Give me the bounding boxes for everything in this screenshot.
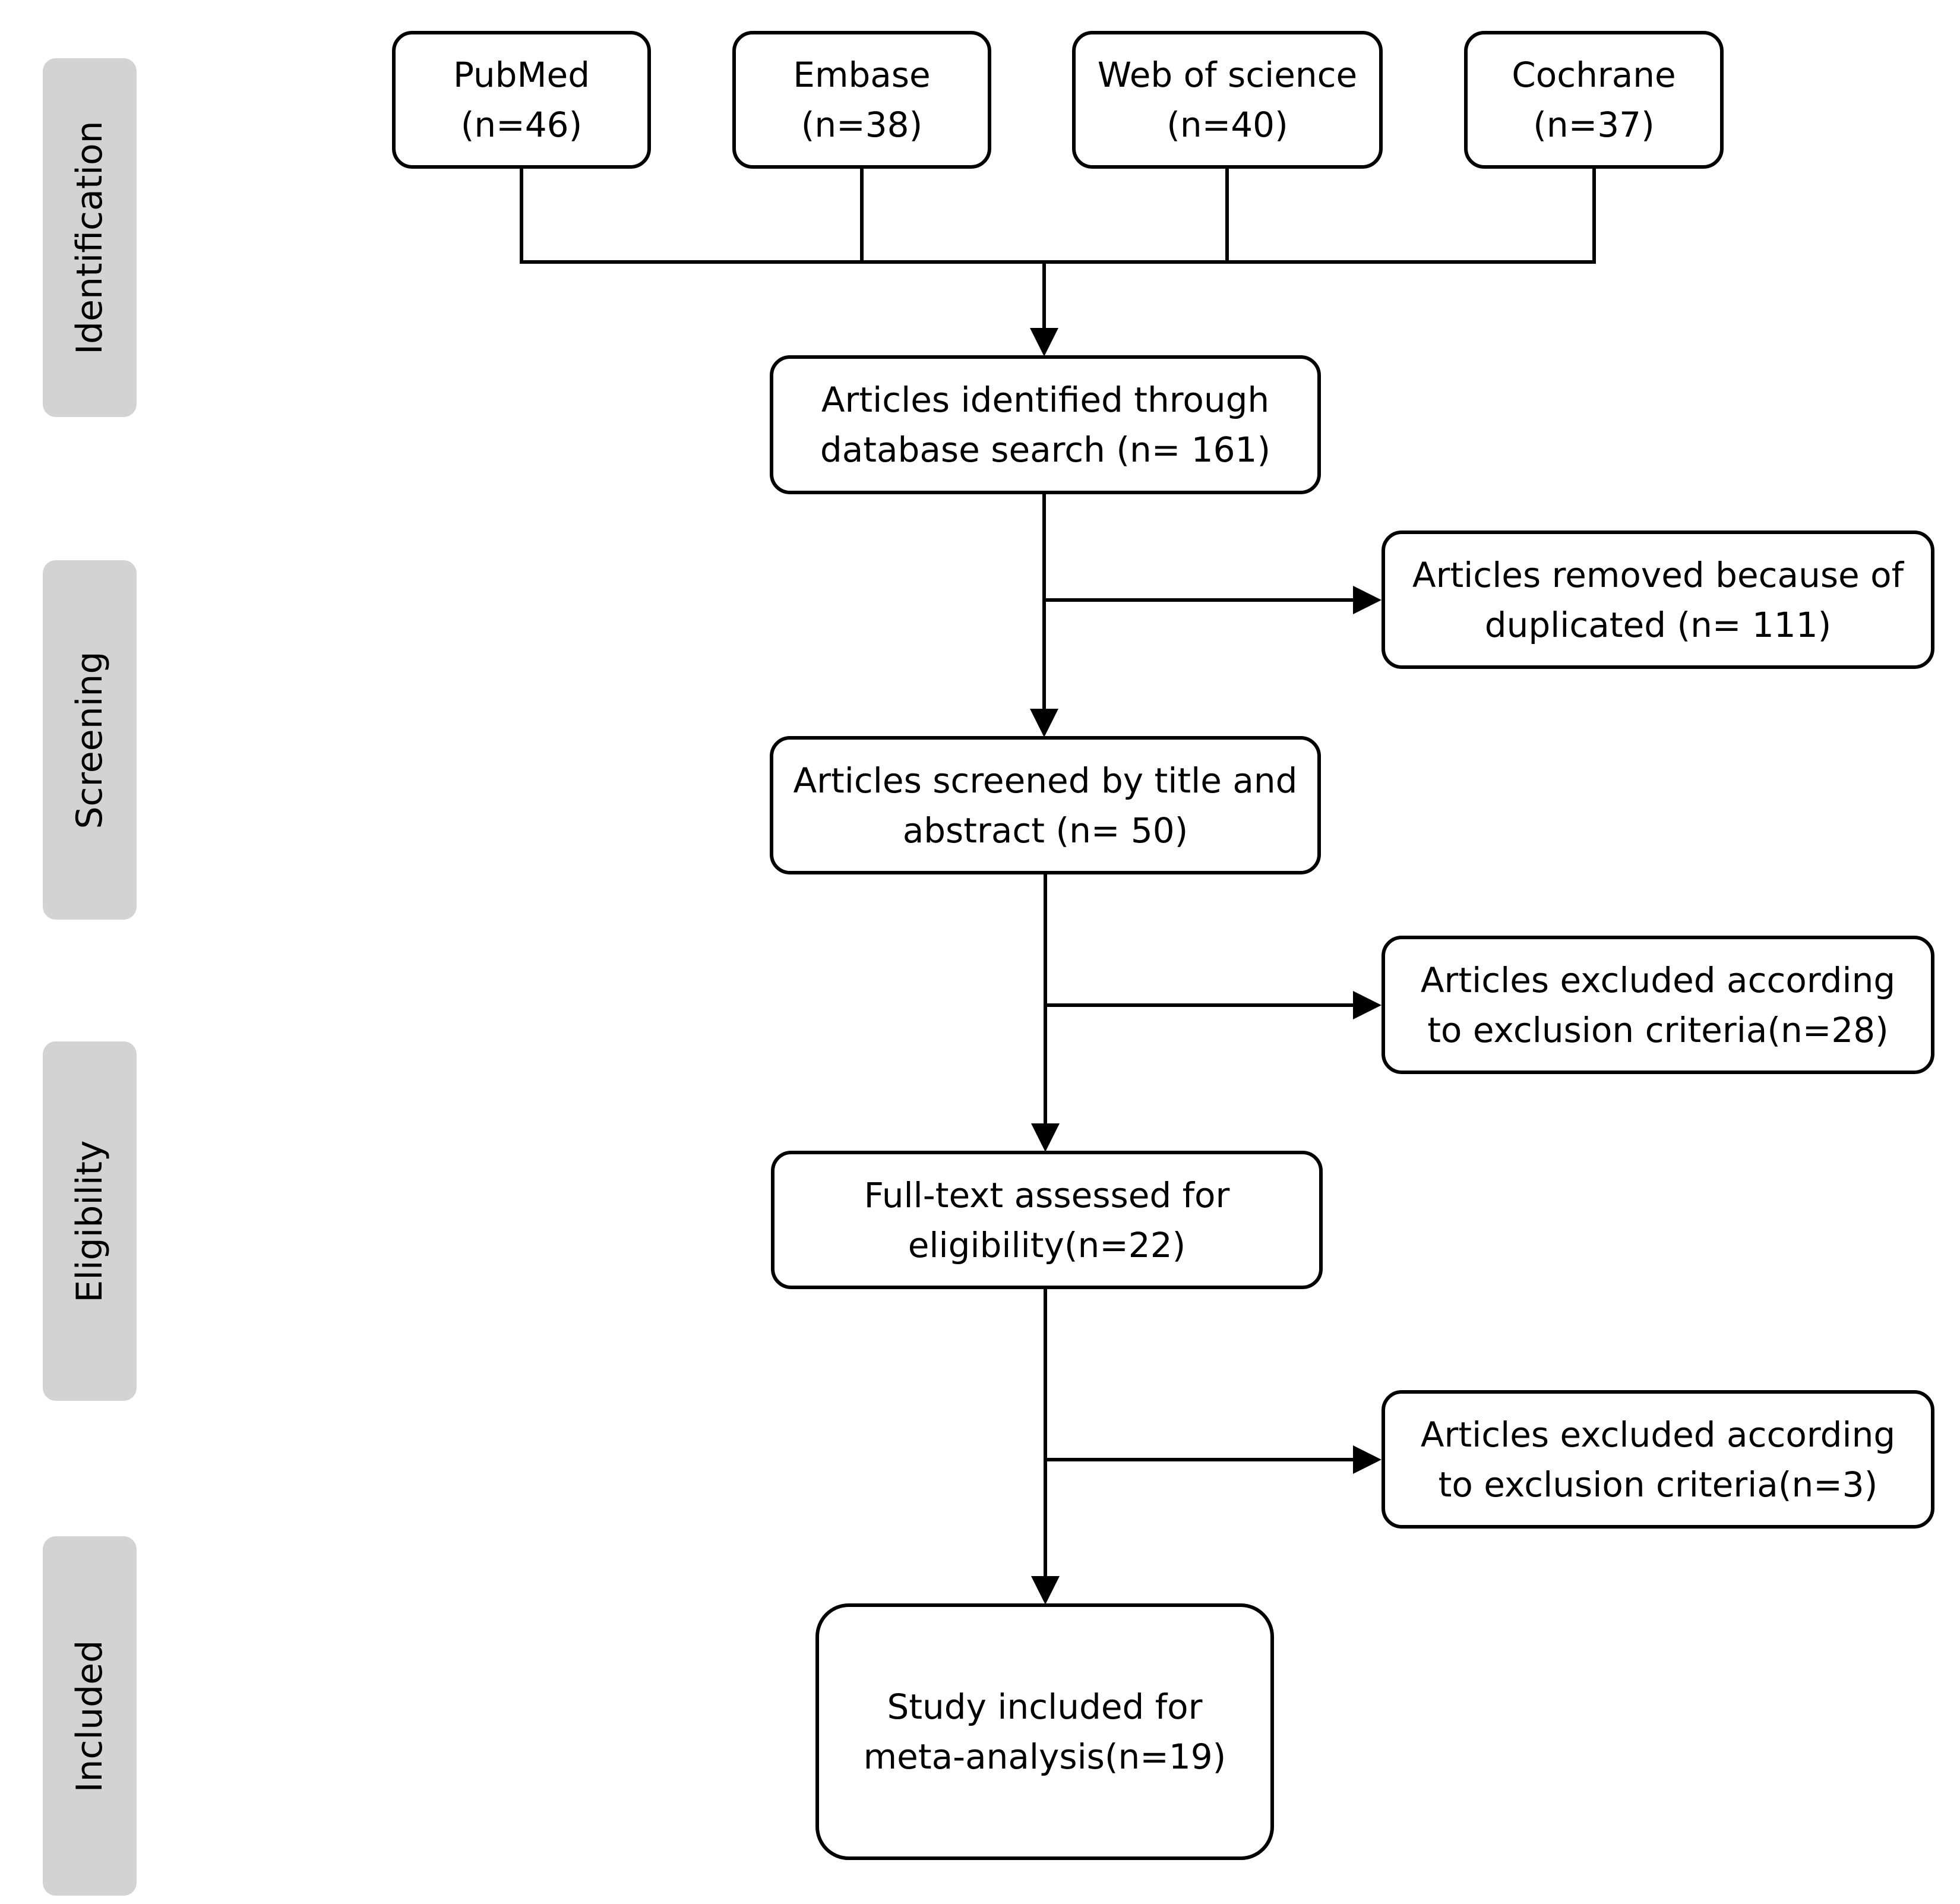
step-line: eligibility(n=22): [908, 1224, 1186, 1265]
source-name: Embase: [793, 55, 931, 95]
step-included: Study included for meta-analysis(n=19): [815, 1603, 1274, 1860]
step-line: Articles identified through: [821, 380, 1270, 420]
exclusion-criteria-28: Articles excluded according to exclusion…: [1382, 936, 1934, 1074]
phase-screening: Screening: [43, 560, 137, 920]
source-box-cochrane: Cochrane (n=37): [1464, 31, 1724, 169]
source-box-pubmed: PubMed (n=46): [392, 31, 651, 169]
source-box-web-of-science: Web of science (n=40): [1072, 31, 1383, 169]
phase-identification: Identification: [43, 58, 137, 417]
source-count: (n=38): [801, 105, 923, 145]
step-screened: Articles screened by title and abstract …: [770, 736, 1321, 874]
phase-included: Included: [43, 1536, 137, 1896]
source-count: (n=37): [1533, 105, 1655, 145]
exclusion-duplicates: Articles removed because of duplicated (…: [1382, 531, 1934, 669]
source-count: (n=46): [460, 105, 583, 145]
step-line: Articles screened by title and: [793, 760, 1298, 801]
exclusion-line: duplicated (n= 111): [1484, 604, 1832, 645]
step-fulltext: Full-text assessed for eligibility(n=22): [771, 1151, 1323, 1289]
exclusion-line: to exclusion criteria(n=3): [1438, 1464, 1878, 1505]
exclusion-line: Articles excluded according: [1420, 959, 1896, 1000]
step-line: abstract (n= 50): [902, 810, 1188, 851]
phase-eligibility: Eligibility: [43, 1041, 137, 1401]
exclusion-criteria-3: Articles excluded according to exclusion…: [1382, 1390, 1934, 1529]
step-identified: Articles identified through database sea…: [770, 355, 1321, 494]
step-line: database search (n= 161): [820, 430, 1271, 470]
exclusion-line: to exclusion criteria(n=28): [1427, 1009, 1889, 1050]
step-line: meta-analysis(n=19): [863, 1736, 1226, 1777]
exclusion-line: Articles excluded according: [1420, 1414, 1896, 1455]
step-line: Study included for: [887, 1687, 1203, 1727]
source-name: PubMed: [453, 55, 590, 95]
step-line: Full-text assessed for: [864, 1174, 1230, 1215]
source-count: (n=40): [1166, 105, 1288, 145]
source-box-embase: Embase (n=38): [732, 31, 991, 169]
source-name: Cochrane: [1512, 55, 1676, 95]
exclusion-line: Articles removed because of: [1412, 554, 1904, 595]
source-name: Web of science: [1097, 55, 1358, 95]
